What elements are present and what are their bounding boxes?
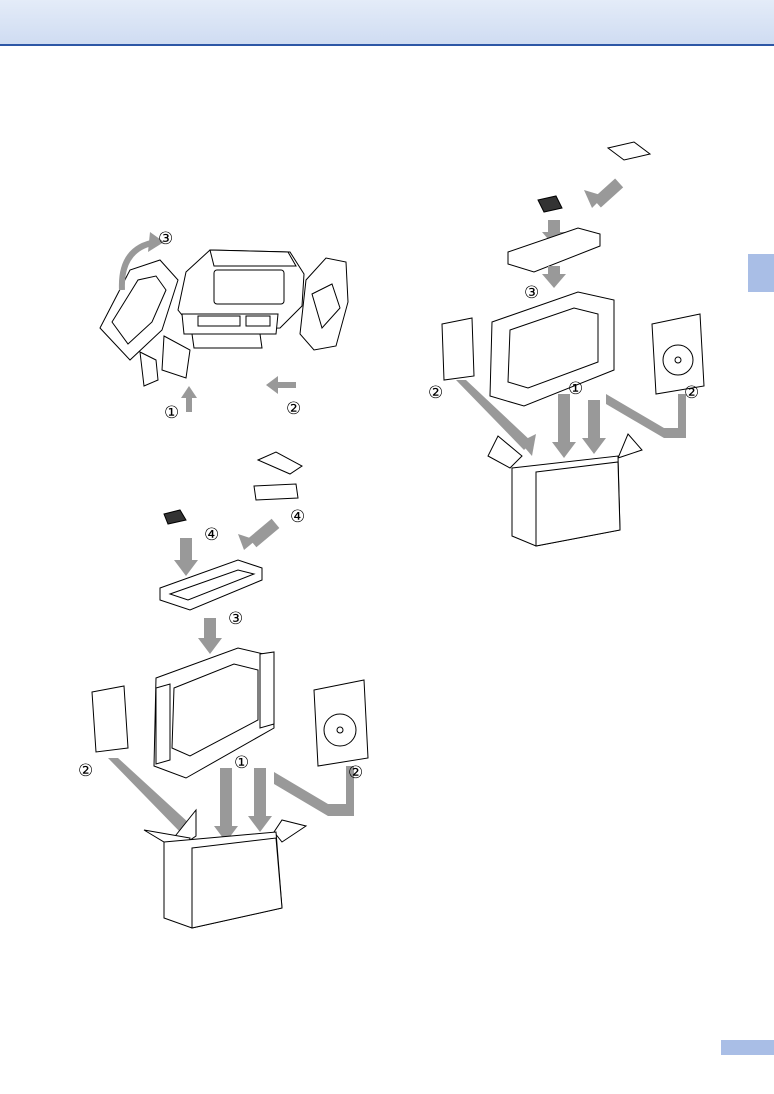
marker-two-left-r: ② (428, 383, 443, 403)
marker-two-right: ② (348, 763, 363, 783)
arrow-right-sheet (274, 766, 354, 816)
chapter-side-tab (748, 254, 774, 292)
page-number-tab (721, 1040, 774, 1055)
packed-machine (154, 648, 274, 778)
machine-illustration (178, 250, 304, 348)
page-header-bar (0, 0, 774, 46)
marker-one-right: ① (568, 379, 583, 399)
figure-remove-packing: ③ ① ② (90, 210, 350, 430)
right-foam-piece (300, 258, 348, 350)
left-sheet-right (442, 318, 474, 380)
marker-three-right: ③ (524, 283, 539, 303)
cd-sleeve (314, 680, 368, 766)
marker-two-right-r: ② (684, 383, 699, 403)
marker-one-box: ① (234, 753, 249, 773)
figure-pack-box-right: ③ ② ① ② (428, 138, 718, 548)
marker-two-left: ② (78, 761, 93, 781)
marker-four-left: ④ (204, 525, 219, 545)
marker-four-right: ④ (290, 507, 305, 527)
left-foam-piece (100, 260, 190, 386)
cover-pieces (164, 452, 302, 524)
cover-piece-right (608, 142, 650, 160)
cd-sleeve-right (652, 314, 704, 394)
left-sheet (92, 686, 128, 752)
cord-right (538, 196, 562, 212)
packed-machine-right (490, 292, 614, 406)
marker-three-left: ③ (228, 609, 243, 629)
marker-one: ① (164, 403, 179, 423)
marker-two: ② (286, 399, 301, 419)
marker-three: ③ (158, 229, 173, 249)
figure-pack-box-left: ④ ④ ③ ② ① ② (78, 448, 388, 932)
